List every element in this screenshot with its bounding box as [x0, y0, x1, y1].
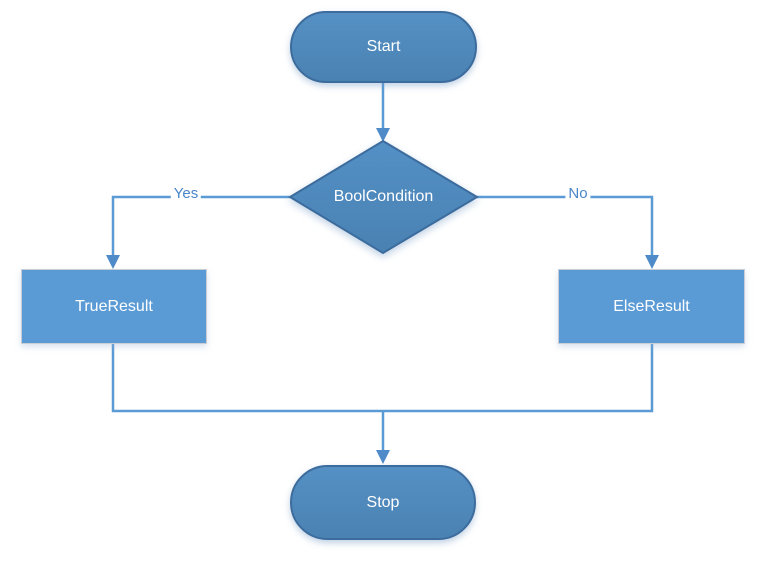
node-stop: Stop	[290, 465, 476, 540]
edge-label-no: No	[565, 185, 591, 203]
edge-condition-trueresult	[111, 195, 290, 256]
node-elseresult-label: ElseResult	[613, 297, 690, 315]
node-boolcondition-label: BoolCondition	[333, 188, 434, 205]
node-trueresult: TrueResult	[21, 269, 207, 344]
edge-trueresult-stop	[111, 344, 383, 413]
node-trueresult-label: TrueResult	[75, 297, 153, 315]
edge-elseresult-stop	[383, 344, 654, 413]
node-boolcondition-shape	[288, 139, 479, 255]
node-elseresult: ElseResult	[558, 269, 745, 344]
arrowhead-icon	[376, 450, 390, 464]
node-boolcondition: BoolCondition	[290, 141, 477, 253]
arrowhead-icon	[645, 255, 659, 269]
edge-condition-elseresult	[477, 195, 654, 256]
edge-label-yes: Yes	[170, 185, 202, 203]
node-start-label: Start	[366, 38, 401, 55]
arrowhead-icon	[376, 128, 390, 142]
node-stop-label: Stop	[366, 493, 400, 511]
arrowhead-icon	[106, 255, 120, 269]
node-start: Start	[290, 11, 477, 83]
